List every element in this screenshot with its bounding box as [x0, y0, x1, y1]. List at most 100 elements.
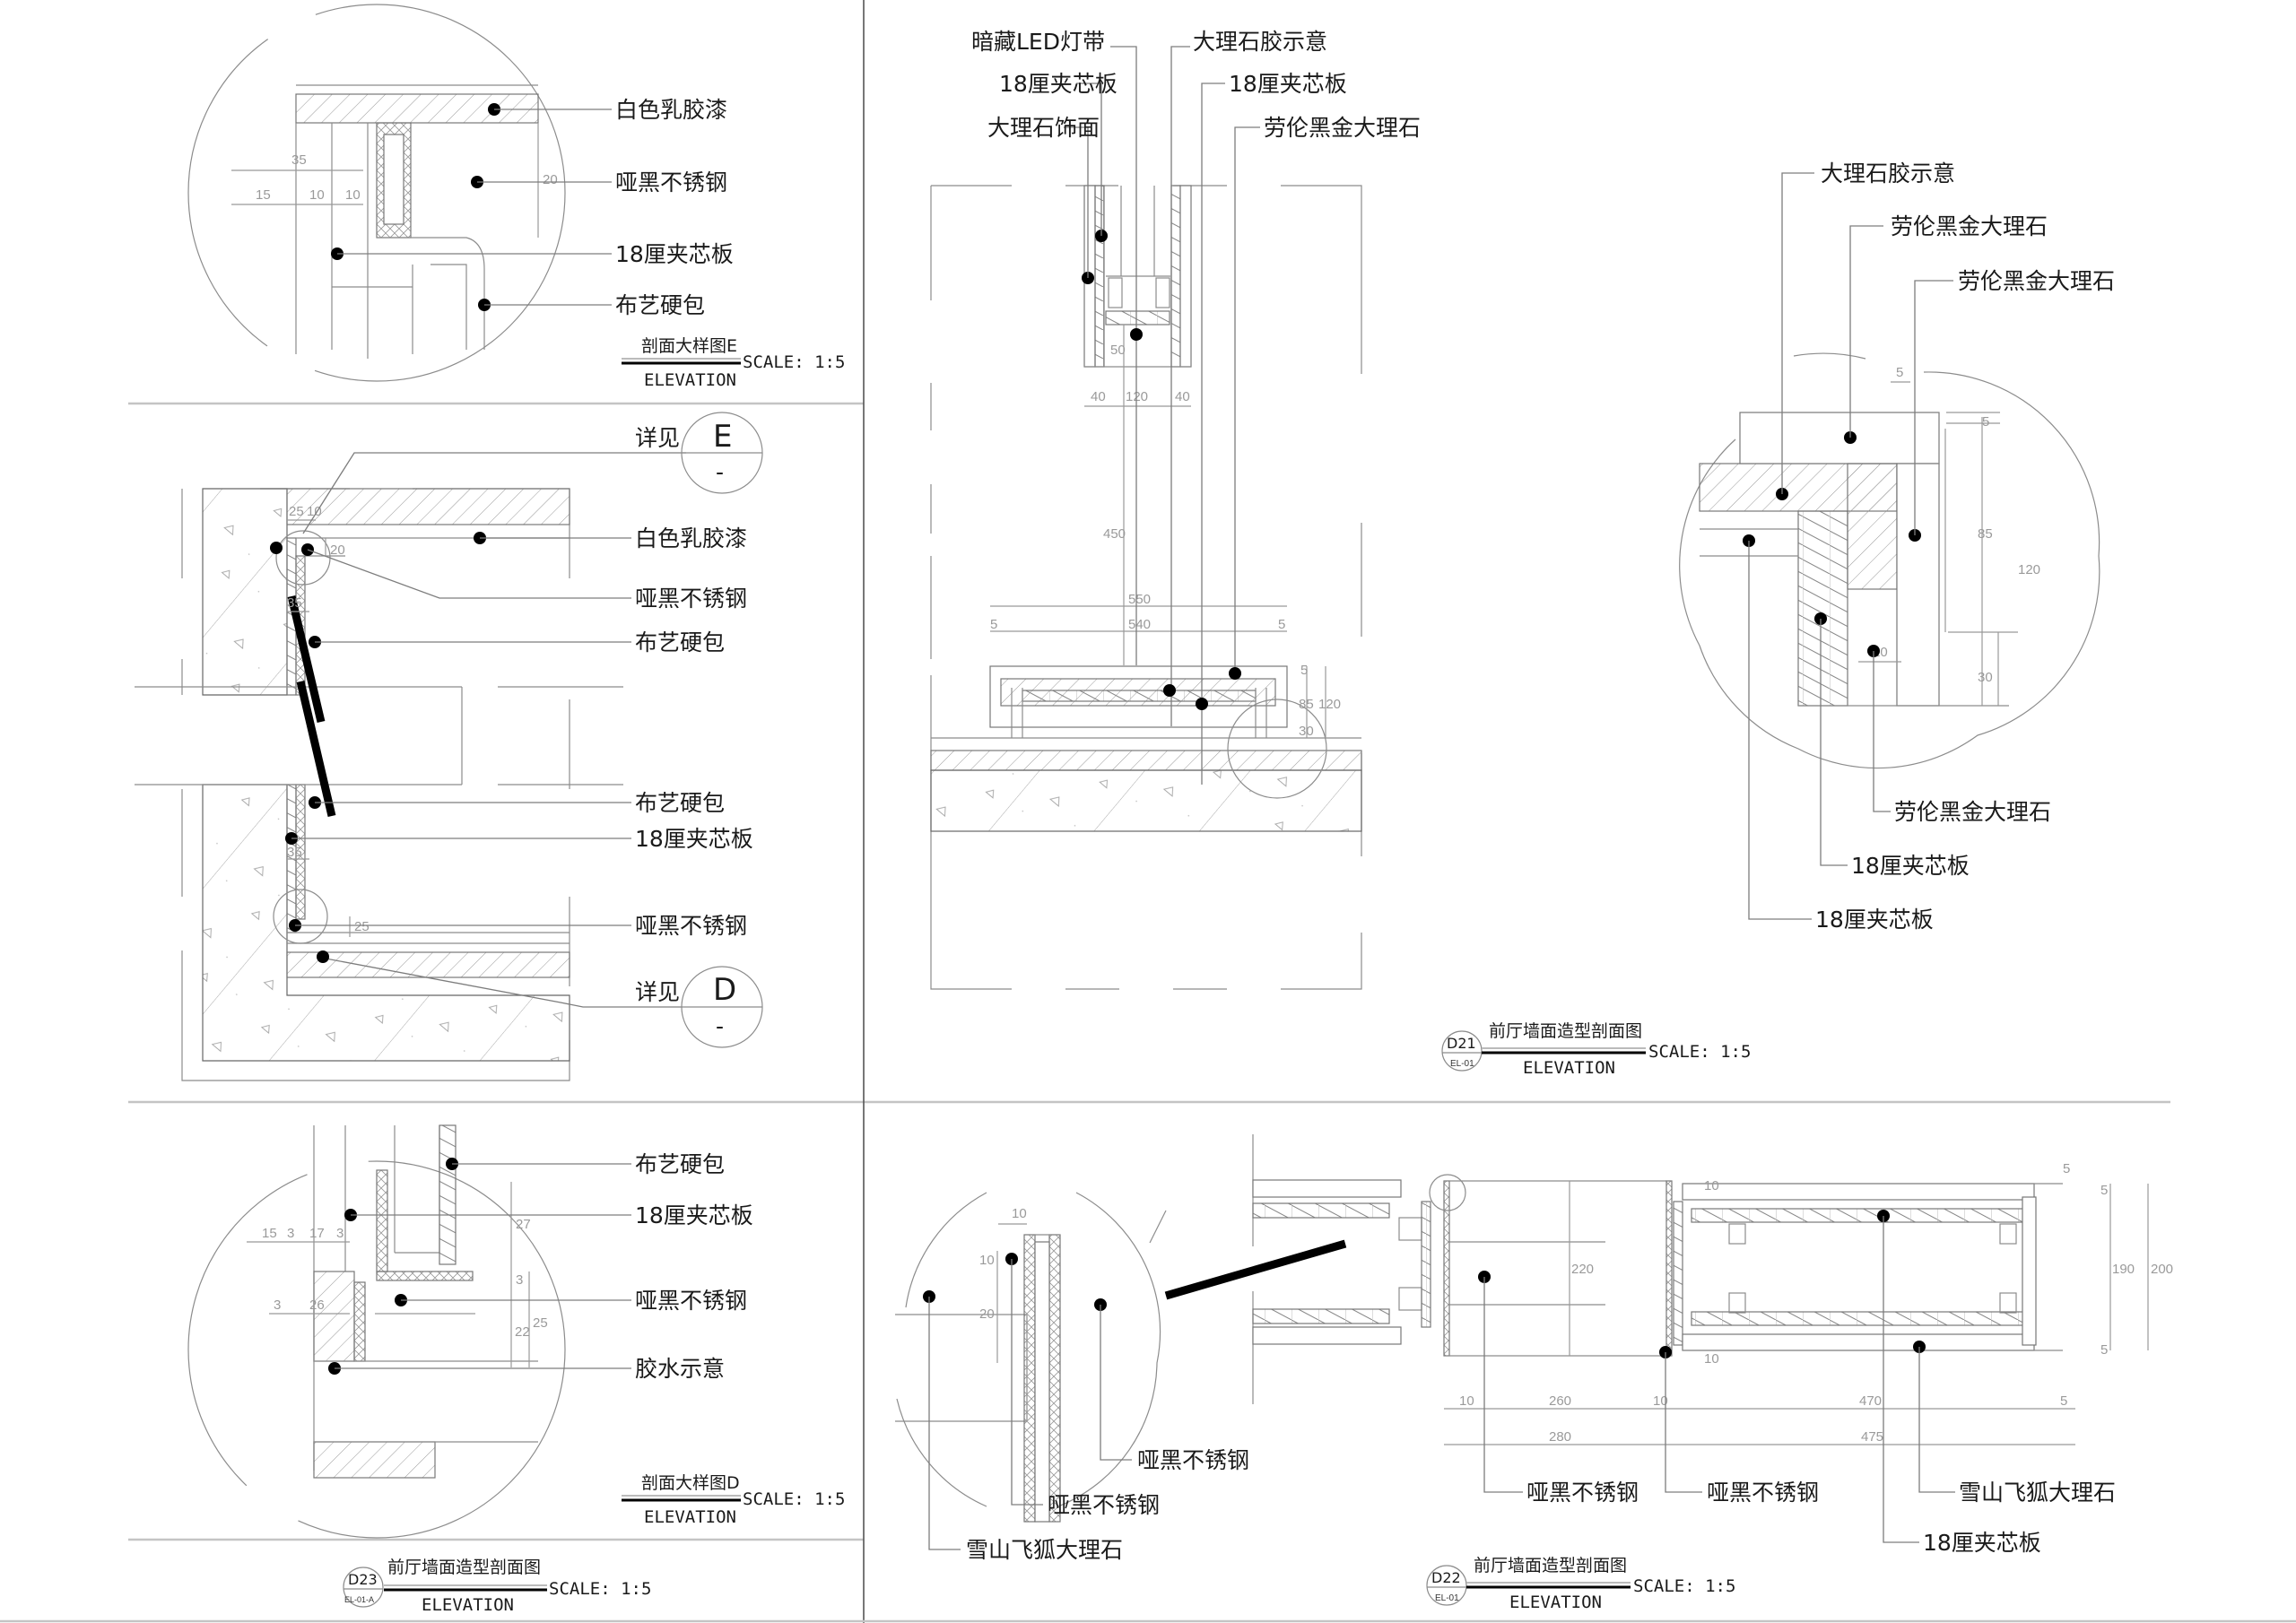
material-label-blockboard: 18厘夹芯板: [615, 241, 734, 267]
material-label-snow-fox-marble: 雪山飞狐大理石: [1959, 1480, 2116, 1506]
dim-label: 50: [1110, 343, 1126, 358]
dim-label: 15: [262, 1226, 277, 1241]
dim-label: 3: [516, 1272, 523, 1288]
dim-label: 5: [1896, 365, 1903, 380]
break-line: [287, 595, 326, 724]
d21-title-block: D21 EL-01 前厅墙面造型剖面图 SCALE: 1:5 ELEVATION: [1441, 1021, 1751, 1078]
callout-detail-e: 详见 E -: [302, 412, 763, 534]
material-label-laurent-marble: 劳伦黑金大理石: [1958, 268, 2115, 294]
dim-label: 10: [979, 1253, 995, 1268]
d21-corner-detail-panel: 5 5 85 120 20 30 大理石胶示意 劳伦黑金大理石 劳伦黑金大理石 …: [1679, 161, 2115, 933]
material-label-fabric-panel: 布艺硬包: [635, 1151, 725, 1177]
dim-label: 25: [354, 919, 370, 934]
see-detail-label: 详见: [635, 425, 680, 451]
material-label-glue: 胶水示意: [635, 1356, 725, 1382]
dim-label: 200: [2151, 1262, 2173, 1277]
section-mid-leaders: [270, 532, 631, 963]
dim-label: 10: [309, 187, 325, 203]
detail-d-dims: 15 3 17 3 27 3 3 26 22 25: [247, 1182, 548, 1367]
elevation-label: ELEVATION: [1523, 1058, 1615, 1078]
elevation-label: ELEVATION: [1509, 1593, 1602, 1612]
section-d21-dims: 40 120 40 50 450 550 540 5 5 5 85 30 120: [990, 325, 1341, 739]
section-mid-dims: 25 10 20 35 35 25: [287, 504, 370, 937]
label-led-strip: 暗藏LED灯带: [971, 29, 1105, 55]
dim-label: 20: [330, 542, 345, 558]
detail-d-title-block: 剖面大样图D SCALE: 1:5 ELEVATION: [622, 1473, 845, 1527]
scale-label: SCALE: 1:5: [743, 1489, 845, 1509]
corner-detail-leaders: [1743, 172, 1953, 920]
detail-e-leaders: [331, 103, 612, 311]
dim-label: 5: [990, 617, 997, 632]
dim-label: 30: [1299, 724, 1314, 739]
dim-label: 190: [2112, 1262, 2135, 1277]
material-label-black-steel: 哑黑不锈钢: [635, 913, 747, 939]
section-d21-leaders: [1064, 46, 1260, 785]
dim-label: 120: [2018, 562, 2040, 577]
dim-label: 30: [1978, 670, 1993, 685]
drawing-title: 前厅墙面造型剖面图: [1474, 1556, 1627, 1575]
material-label-black-steel: 哑黑不锈钢: [1707, 1480, 1819, 1506]
sheet-code: EL-01-A: [344, 1595, 374, 1604]
drawing-code: D22: [1431, 1569, 1461, 1586]
material-label-black-steel: 哑黑不锈钢: [635, 1288, 747, 1314]
dim-label: 35: [291, 152, 307, 168]
dim-label: 5: [2060, 1393, 2067, 1409]
dim-label: 5: [1982, 414, 1989, 430]
dim-label: 220: [1571, 1262, 1594, 1277]
dim-label: 40: [1175, 389, 1190, 404]
scale-label: SCALE: 1:5: [743, 352, 845, 372]
callout-sheet: -: [716, 459, 724, 485]
callout-sheet: -: [716, 1013, 724, 1039]
detail-title: 剖面大样图E: [641, 336, 737, 356]
detail-e-title-block: 剖面大样图E SCALE: 1:5 ELEVATION: [622, 336, 845, 390]
d22-title-block: D22 EL-01 前厅墙面造型剖面图 SCALE: 1:5 ELEVATION: [1426, 1556, 1735, 1612]
sheet-code: EL-01: [1435, 1593, 1459, 1603]
material-label-blockboard: 18厘夹芯板: [635, 1202, 753, 1228]
detail-e-dims: 35 15 10 10 20: [231, 123, 558, 238]
dim-label: 10: [1704, 1351, 1719, 1367]
dim-label: 20: [979, 1306, 995, 1322]
dim-label: 85: [1978, 526, 1993, 542]
dim-label: 15: [256, 187, 271, 203]
material-label-marble-facing: 大理石饰面: [987, 115, 1100, 141]
material-label-black-steel: 哑黑不锈钢: [635, 586, 747, 612]
material-label-blockboard: 18厘夹芯板: [1815, 907, 1934, 933]
scale-label: SCALE: 1:5: [1633, 1576, 1735, 1596]
dim-label: 85: [1299, 697, 1314, 712]
elevation-label: ELEVATION: [644, 1507, 736, 1527]
dim-label: 25: [533, 1315, 548, 1331]
material-label-laurent-marble: 劳伦黑金大理石: [1264, 115, 1421, 141]
section-d22-leaders: [923, 1210, 1955, 1550]
material-label-blockboard: 18厘夹芯板: [999, 71, 1118, 97]
callout-detail-d: 详见 D -: [320, 957, 763, 1048]
detail-d-panel: 15 3 17 3 27 3 3 26 22 25 布艺硬包 18厘夹芯板 哑黑…: [187, 1124, 845, 1615]
dim-label: 25: [289, 504, 304, 519]
dim-label: 3: [274, 1298, 281, 1313]
material-label-fabric-panel: 布艺硬包: [615, 292, 705, 318]
detail-d-leaders: [328, 1158, 631, 1375]
elevation-label: ELEVATION: [644, 370, 736, 390]
material-label-latex-paint: 白色乳胶漆: [615, 97, 727, 123]
dim-label: 35: [287, 845, 302, 860]
dim-label: 20: [543, 172, 558, 187]
sheet-code: EL-01: [1450, 1059, 1474, 1069]
dim-label: 280: [1549, 1429, 1571, 1445]
dim-label: 10: [307, 504, 322, 519]
dim-label: 35: [287, 595, 302, 611]
label-marble-glue: 大理石胶示意: [1193, 29, 1327, 55]
material-label-blockboard: 18厘夹芯板: [1851, 853, 1970, 879]
material-label-blockboard: 18厘夹芯板: [1229, 71, 1347, 97]
material-label-latex-paint: 白色乳胶漆: [635, 525, 747, 551]
material-label-black-steel: 哑黑不锈钢: [1048, 1492, 1160, 1518]
corner-detail-dims: 5 5 85 120 20 30: [1858, 365, 2040, 706]
dim-label: 27: [516, 1217, 531, 1232]
see-detail-label: 详见: [635, 979, 680, 1005]
dim-label: 10: [1704, 1178, 1719, 1193]
dim-label: 3: [287, 1226, 294, 1241]
dim-label: 5: [1300, 663, 1308, 678]
dim-label: 10: [1653, 1393, 1668, 1409]
drawing-title: 前厅墙面造型剖面图: [387, 1558, 541, 1577]
material-label-black-steel: 哑黑不锈钢: [1526, 1480, 1639, 1506]
